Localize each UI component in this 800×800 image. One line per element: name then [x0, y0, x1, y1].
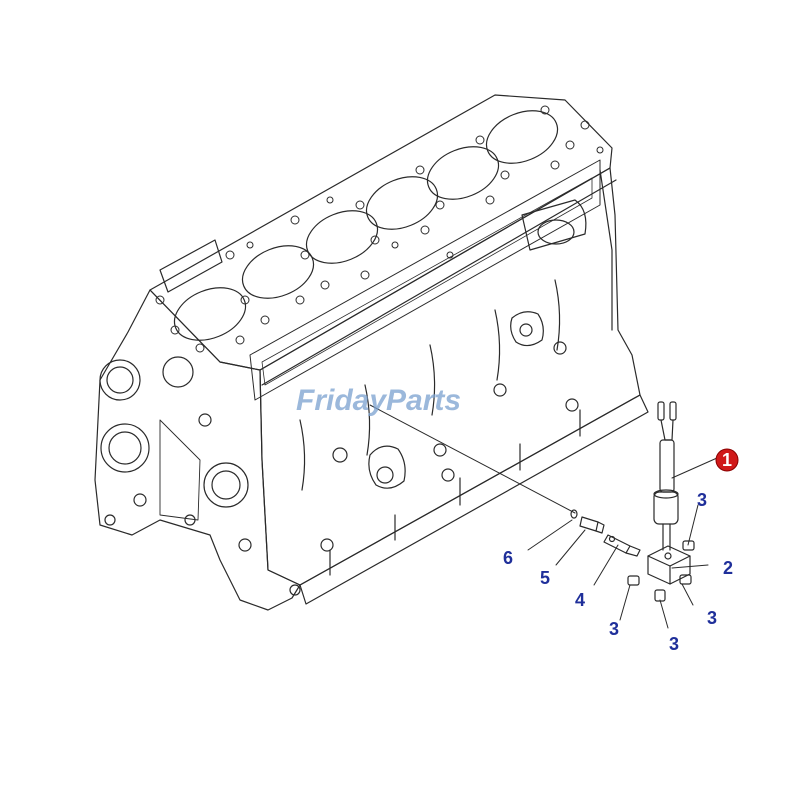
callout-5: 5 [540, 568, 550, 588]
plug-left [627, 575, 640, 586]
cylinder-bore-5 [426, 146, 500, 200]
callout-3-bottom: 3 [669, 634, 679, 654]
plug-fittings [627, 540, 695, 602]
cylinder-bore-6 [485, 110, 559, 164]
cylinder-bore-3 [305, 210, 379, 264]
callout-1: 1 [715, 448, 739, 472]
rear-boss [521, 199, 587, 251]
cylinder-bore-1 [173, 287, 247, 341]
block-front-face [94, 289, 301, 611]
crank-opening [203, 462, 249, 508]
watermark-text: FridayParts [296, 384, 461, 417]
connector-fitting [603, 534, 641, 557]
block-side-wall [259, 167, 641, 586]
pin-fitting [570, 509, 578, 519]
callout-3-upper: 3 [697, 490, 707, 510]
front-bore-upper [99, 359, 141, 401]
pan-rail [299, 394, 649, 605]
plug-right [679, 574, 692, 585]
svg-text:1: 1 [722, 450, 732, 470]
plug-upper-right [682, 540, 695, 551]
junction-block [647, 545, 691, 585]
cylinder-bore-4 [365, 176, 439, 230]
callout-3-right: 3 [707, 608, 717, 628]
side-cover-plate [249, 159, 601, 401]
callout-2: 2 [723, 558, 733, 578]
highlight-badge [715, 448, 739, 472]
cylinder-bore-2 [241, 245, 315, 299]
callout-6: 6 [503, 548, 513, 568]
front-bore-lower [100, 423, 150, 473]
oil-gallery-flange [368, 445, 406, 489]
callout-4: 4 [575, 590, 585, 610]
engine-block [94, 94, 649, 611]
cylinder-bores [173, 110, 559, 341]
adapter-fitting [579, 516, 605, 534]
deck-holes [155, 105, 604, 353]
sensor-harness [653, 401, 679, 551]
sensor-body [653, 491, 679, 525]
callout-3-left: 3 [609, 619, 619, 639]
wire-lead [659, 439, 675, 493]
plug-bottom [654, 589, 666, 602]
